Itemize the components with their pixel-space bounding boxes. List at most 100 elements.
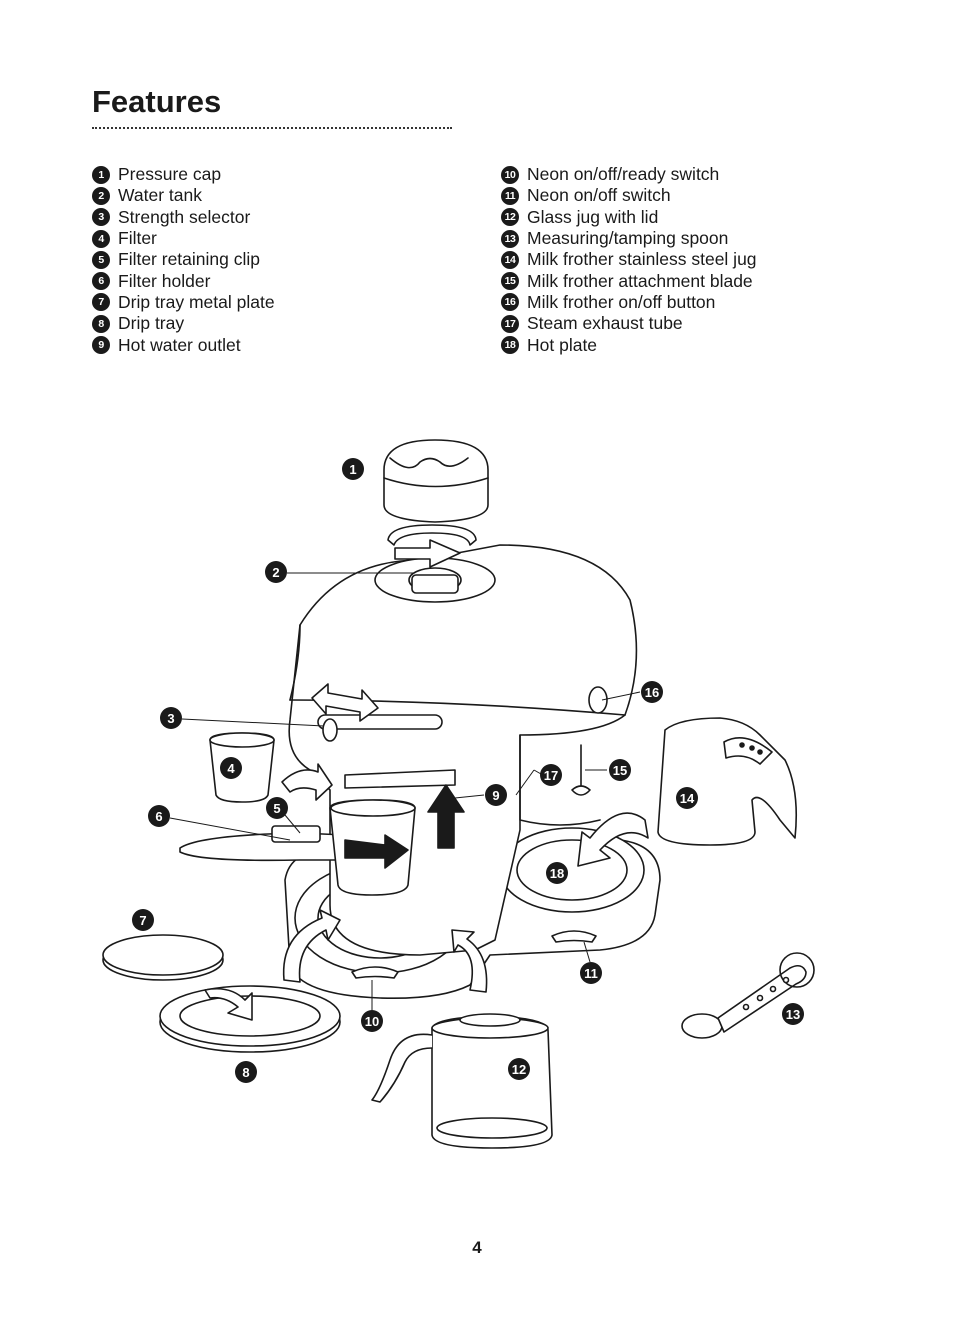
feature-label: Drip tray metal plate — [118, 291, 275, 312]
svg-text:2: 2 — [272, 565, 279, 580]
svg-text:13: 13 — [786, 1007, 800, 1022]
callout-4: 4 — [220, 757, 242, 779]
list-item: 15 Milk frother attachment blade — [501, 270, 757, 291]
milk-jug — [657, 717, 798, 846]
filter-clip — [271, 825, 321, 843]
neon-switch-right — [551, 930, 597, 943]
feature-label: Measuring/tamping spoon — [527, 228, 729, 249]
callout-6: 6 — [148, 805, 170, 827]
number-badge: 15 — [501, 272, 519, 291]
list-item: 14 Milk frother stainless steel jug — [501, 249, 757, 270]
double-arrow-icon — [311, 683, 379, 722]
list-item: 18 Hot plate — [501, 334, 757, 355]
feature-label: Pressure cap — [118, 164, 222, 185]
svg-text:4: 4 — [227, 761, 235, 776]
number-badge: 11 — [501, 186, 519, 205]
feature-label: Strength selector — [118, 206, 251, 227]
measuring-spoon-bowl — [681, 1013, 723, 1039]
feature-label: Hot water outlet — [118, 334, 241, 355]
callout-14: 14 — [676, 787, 698, 809]
list-item: 13 Measuring/tamping spoon — [501, 228, 757, 249]
strength-selector-knob — [322, 718, 338, 742]
list-item: 17 Steam exhaust tube — [501, 313, 757, 334]
list-item: 1 Pressure cap — [92, 164, 275, 185]
list-item: 2 Water tank — [92, 185, 275, 206]
number-badge: 2 — [92, 186, 110, 205]
strength-selector-slot — [317, 714, 443, 730]
number-badge: 7 — [92, 293, 110, 312]
callout-15: 15 — [609, 759, 631, 781]
svg-text:3: 3 — [167, 711, 174, 726]
frother-button — [588, 686, 608, 714]
up-arrow-icon — [427, 784, 465, 849]
number-badge: 13 — [501, 229, 519, 248]
number-badge: 14 — [501, 250, 519, 269]
number-badge: 9 — [92, 336, 110, 355]
callout-5: 5 — [266, 797, 288, 819]
list-item: 10 Neon on/off/ready switch — [501, 164, 757, 185]
callout-17: 17 — [540, 764, 562, 786]
number-badge: 10 — [501, 165, 519, 184]
callout-16: 16 — [641, 681, 663, 703]
feature-label: Steam exhaust tube — [527, 313, 683, 334]
callout-11: 11 — [580, 962, 602, 984]
number-badge: 18 — [501, 336, 519, 355]
feature-label: Neon on/off/ready switch — [527, 164, 720, 185]
number-badge: 8 — [92, 314, 110, 333]
feature-label: Filter — [118, 228, 157, 249]
page-number: 4 — [472, 1238, 482, 1257]
callout-1: 1 — [342, 458, 364, 480]
feature-label: Filter retaining clip — [118, 249, 260, 270]
svg-text:11: 11 — [584, 966, 598, 981]
neon-switch-left — [351, 966, 399, 979]
svg-text:18: 18 — [550, 866, 564, 881]
number-badge: 16 — [501, 293, 519, 312]
feature-label: Milk frother attachment blade — [527, 270, 753, 291]
number-badge: 5 — [92, 250, 110, 269]
callout-13: 13 — [782, 1003, 804, 1025]
feature-label: Hot plate — [527, 334, 598, 355]
list-item: 7 Drip tray metal plate — [92, 292, 275, 313]
feature-label: Milk frother on/off button — [527, 291, 716, 312]
callout-10: 10 — [361, 1010, 383, 1032]
feature-label: Water tank — [118, 185, 202, 206]
callout-9: 9 — [485, 784, 507, 806]
svg-text:16: 16 — [645, 685, 659, 700]
features-list-right: 10 Neon on/off/ready switch 11 Neon on/off… — [501, 164, 757, 356]
callout-2: 2 — [265, 561, 287, 583]
feature-label: Glass jug with lid — [527, 206, 659, 227]
feature-label: Filter holder — [118, 270, 211, 291]
list-item: 5 Filter retaining clip — [92, 249, 275, 270]
svg-text:1: 1 — [349, 462, 356, 477]
feature-label: Milk frother stainless steel jug — [527, 249, 757, 270]
svg-text:14: 14 — [680, 791, 695, 806]
list-item: 16 Milk frother on/off button — [501, 292, 757, 313]
callout-12: 12 — [508, 1058, 530, 1080]
svg-text:7: 7 — [139, 913, 146, 928]
page-title: Features — [92, 84, 222, 119]
svg-text:6: 6 — [155, 809, 162, 824]
svg-text:15: 15 — [613, 763, 627, 778]
svg-text:10: 10 — [365, 1014, 379, 1029]
list-item: 6 Filter holder — [92, 270, 275, 291]
svg-text:8: 8 — [242, 1065, 249, 1080]
number-badge: 12 — [501, 208, 519, 227]
pressure-cap — [383, 439, 489, 523]
espresso-machine-diagram: 1 2 3 4 5 6 7 8 9 10 11 12 13 14 15 16 1… — [102, 439, 815, 1149]
callout-3: 3 — [160, 707, 182, 729]
feature-label: Neon on/off switch — [527, 185, 671, 206]
callout-18: 18 — [546, 862, 568, 884]
svg-text:5: 5 — [273, 801, 280, 816]
svg-text:17: 17 — [544, 768, 558, 783]
list-item: 11 Neon on/off switch — [501, 185, 757, 206]
svg-text:12: 12 — [512, 1062, 526, 1077]
callout-7: 7 — [132, 909, 154, 931]
number-badge: 6 — [92, 272, 110, 291]
number-badge: 17 — [501, 314, 519, 333]
list-item: 9 Hot water outlet — [92, 334, 275, 355]
number-badge: 1 — [92, 165, 110, 184]
